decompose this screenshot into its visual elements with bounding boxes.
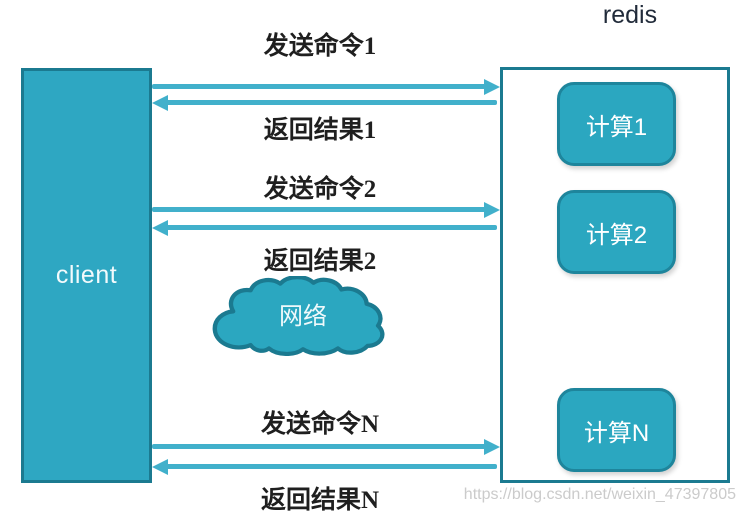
arrow-shaft: [165, 100, 497, 105]
send-command-2-arrow: [152, 202, 500, 218]
return-result-2-arrow: [152, 220, 500, 236]
arrow-left-head-icon: [152, 459, 168, 475]
return-result-1-label: 返回结果1: [263, 117, 377, 144]
arrow-shaft: [165, 464, 497, 469]
compute-node-n: 计算N: [557, 388, 676, 472]
network-label: 网络: [279, 303, 327, 330]
compute-node-2-label: 计算2: [585, 221, 648, 249]
arrow-left-head-icon: [152, 95, 168, 111]
compute-node-n-label: 计算N: [583, 419, 650, 447]
client-box: client: [21, 68, 152, 483]
cloud-icon: [212, 276, 385, 356]
arrow-shaft: [152, 207, 487, 212]
arrow-shaft: [165, 225, 497, 230]
compute-node-1: 计算1: [557, 82, 676, 166]
arrow-right-head-icon: [484, 439, 500, 455]
client-label: client: [55, 261, 118, 289]
return-result-n-label: 返回结果N: [260, 487, 380, 511]
return-result-2-label: 返回结果2: [263, 248, 377, 275]
watermark-url: https://blog.csdn.net/weixin_47397805: [463, 486, 736, 503]
arrow-left-head-icon: [152, 220, 168, 236]
send-command-n-label: 发送命令N: [260, 411, 380, 438]
send-command-n-arrow: [152, 439, 500, 455]
compute-node-1-label: 计算1: [585, 113, 648, 141]
arrow-right-head-icon: [484, 79, 500, 95]
send-command-1-arrow: [152, 79, 500, 95]
return-result-n-arrow: [152, 459, 500, 475]
arrow-shaft: [152, 444, 487, 449]
compute-node-2: 计算2: [557, 190, 676, 274]
network-cloud: 网络: [207, 276, 399, 356]
send-command-2-label: 发送命令2: [263, 176, 377, 203]
arrow-right-head-icon: [484, 202, 500, 218]
return-result-1-arrow: [152, 95, 500, 111]
arrow-shaft: [152, 84, 487, 89]
send-command-1-label: 发送命令1: [263, 33, 377, 60]
redis-title: redis: [602, 1, 658, 29]
